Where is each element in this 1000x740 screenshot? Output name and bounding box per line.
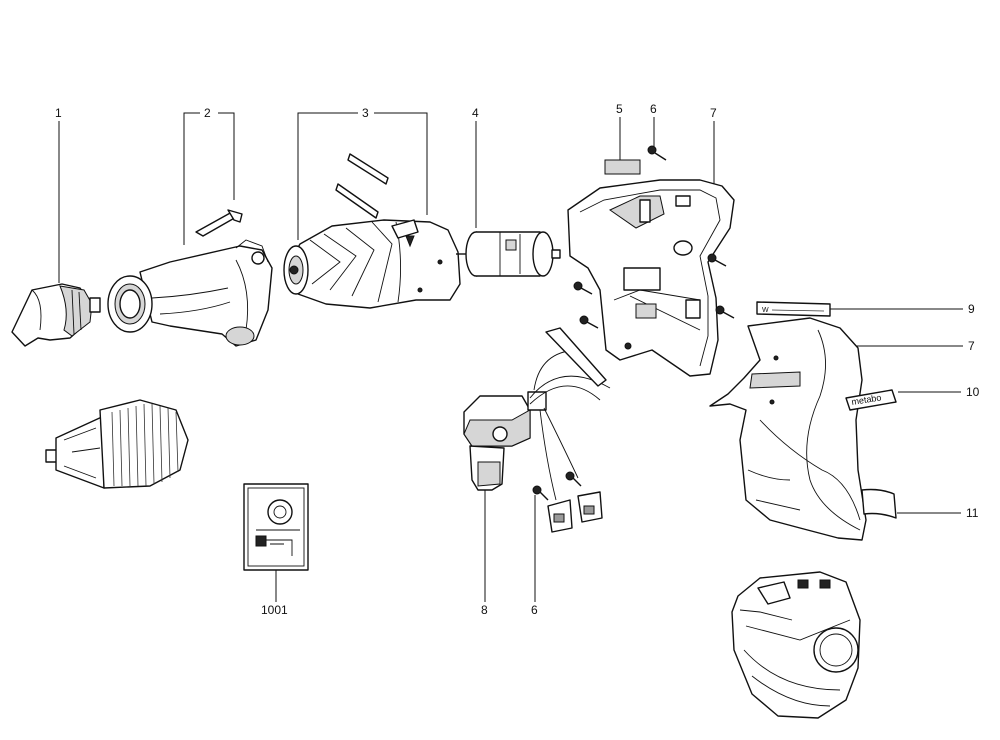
part-5-label-strip <box>604 159 641 175</box>
part-4-motor <box>456 231 561 277</box>
label-part-9: 9 <box>968 302 975 316</box>
label-part-10: 10 <box>966 385 980 399</box>
keyless-chuck <box>45 399 189 489</box>
label-part-2: 2 <box>204 106 211 120</box>
part-10-brand-badge: metabo <box>845 389 897 411</box>
label-part-7-right: 7 <box>968 339 975 353</box>
label-part-3: 3 <box>362 106 369 120</box>
label-part-5: 5 <box>616 102 623 116</box>
label-part-8: 8 <box>481 603 488 617</box>
label-part-6-top: 6 <box>650 102 657 116</box>
brand-sticker-text: metabo <box>851 392 882 407</box>
part-6-screw-top <box>647 145 667 161</box>
label-part-1001: 1001 <box>261 603 288 617</box>
part-11-strip <box>861 488 897 519</box>
part-9-rating-plate: W <box>756 301 831 317</box>
battery-pack <box>731 571 861 719</box>
label-part-11: 11 <box>966 506 979 520</box>
part-7-right-housing <box>709 317 867 541</box>
part-3-gearbox <box>283 153 461 309</box>
rating-plate-text: W <box>762 307 769 314</box>
part-1001-label-card <box>243 483 309 571</box>
part-7-left-housing <box>567 179 735 377</box>
part-1-chuck-adapter <box>11 283 101 347</box>
label-part-7-top: 7 <box>710 106 717 120</box>
housing-screws <box>573 253 735 329</box>
leader-lines <box>58 112 963 602</box>
label-part-1: 1 <box>55 106 62 120</box>
label-part-6-bottom: 6 <box>531 603 538 617</box>
part-8-switch-assembly <box>463 327 611 533</box>
part-2-angle-attachment <box>107 209 273 347</box>
label-part-4: 4 <box>472 106 479 120</box>
